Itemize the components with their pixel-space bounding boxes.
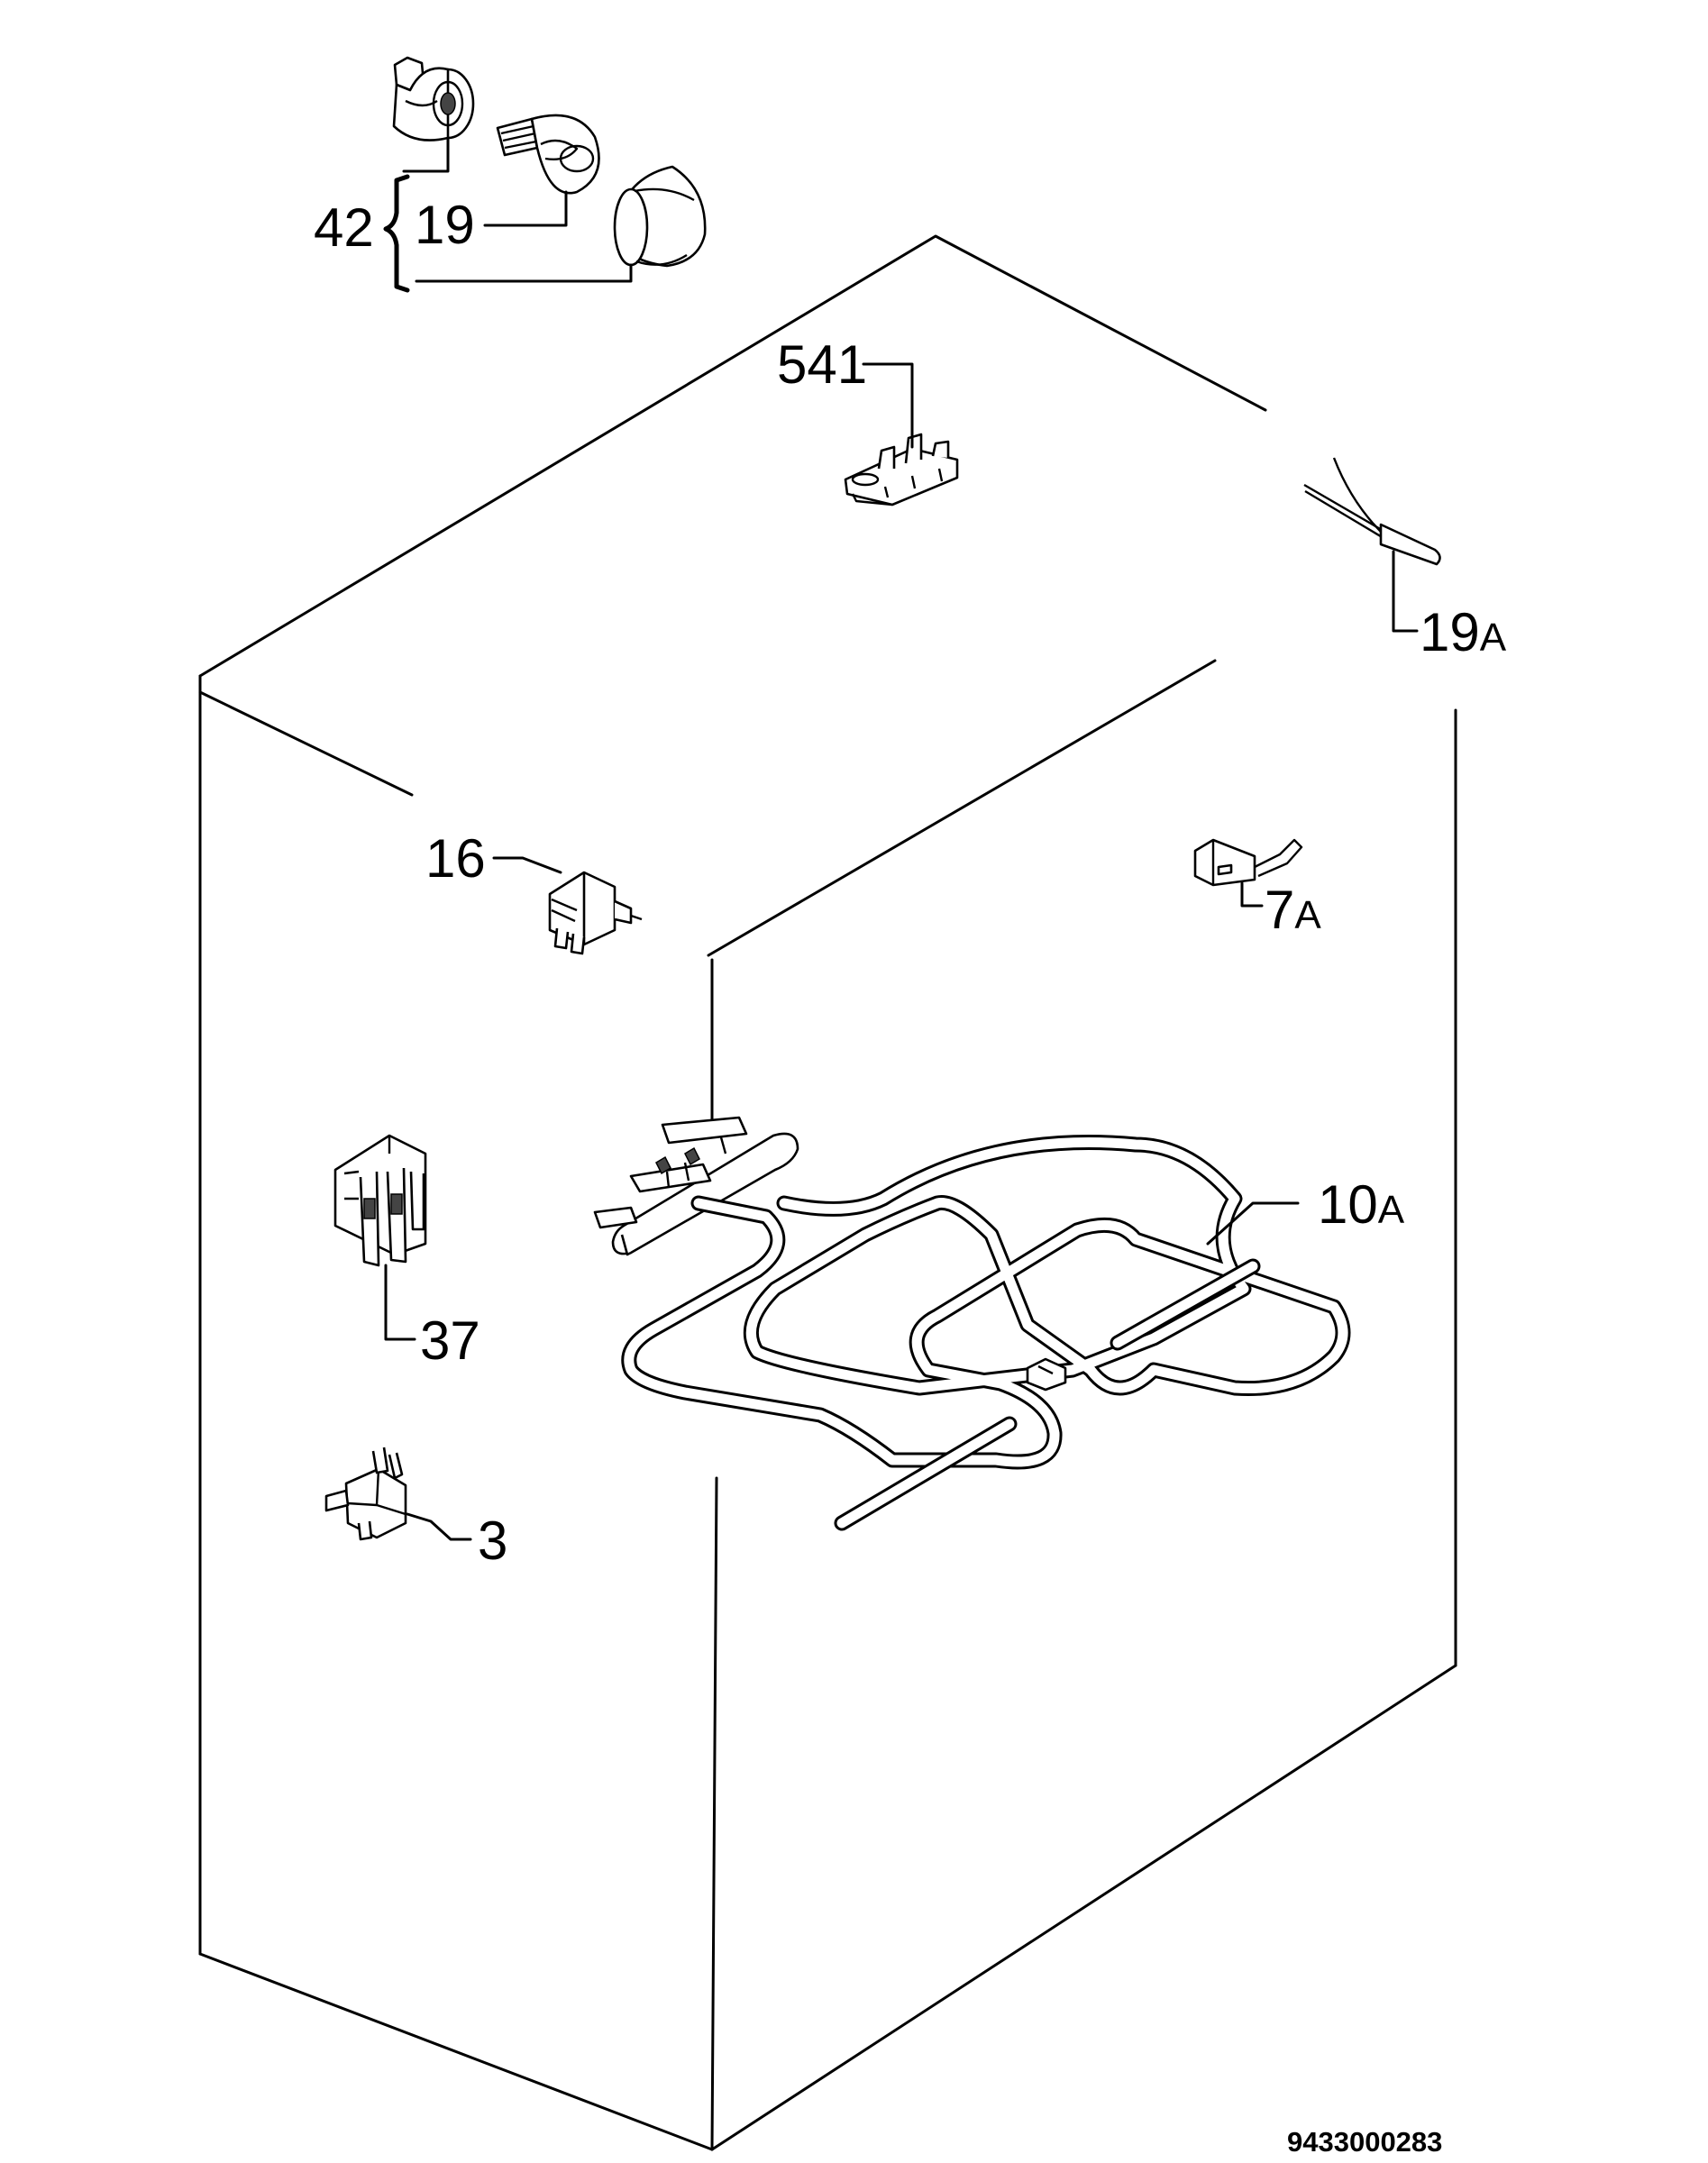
label-19: 19 <box>415 195 475 255</box>
label-37: 37 <box>420 1310 480 1371</box>
label-3: 3 <box>478 1510 507 1571</box>
grill-element-terminal-plate <box>593 1116 799 1256</box>
label-19a-suffix: A <box>1480 616 1507 660</box>
document-number: 9433000283 <box>1287 2126 1442 2158</box>
door-switch-icon <box>1193 838 1303 887</box>
label-7a-num: 7 <box>1265 880 1294 940</box>
push-switch-icon <box>548 871 643 955</box>
terminal-block-icon <box>844 433 959 507</box>
leader-19a <box>1392 550 1419 633</box>
lamp-bulb-icon <box>496 114 600 195</box>
grill-element-icon <box>593 1116 1351 1531</box>
terminal-connector-icon <box>333 1134 427 1267</box>
leader-10a <box>1206 1201 1300 1246</box>
label-7a-suffix: A <box>1294 893 1321 937</box>
brace-icon <box>383 174 410 293</box>
label-10a: 10A <box>1318 1174 1405 1235</box>
leader-541 <box>862 362 914 449</box>
label-7a: 7A <box>1265 880 1321 940</box>
thermal-cutout-icon <box>324 1447 407 1541</box>
grill-element-tube <box>621 1135 1351 1531</box>
temperature-sensor-icon <box>1303 457 1441 566</box>
lamp-cover-icon <box>613 165 707 268</box>
label-16: 16 <box>425 828 486 889</box>
leader-7a <box>1240 881 1264 908</box>
lamp-leader-lines <box>383 136 633 293</box>
label-42: 42 <box>314 197 374 258</box>
label-10a-num: 10 <box>1318 1174 1378 1235</box>
leader-37 <box>384 1264 416 1341</box>
label-541: 541 <box>777 334 867 395</box>
label-19a: 19A <box>1420 602 1507 662</box>
lamp-holder-icon <box>392 56 475 141</box>
label-19a-num: 19 <box>1420 602 1480 662</box>
leader-3 <box>406 1512 472 1541</box>
label-10a-suffix: A <box>1378 1188 1405 1232</box>
leader-16 <box>492 856 562 874</box>
oven-cabinet-outline <box>198 234 1457 2151</box>
